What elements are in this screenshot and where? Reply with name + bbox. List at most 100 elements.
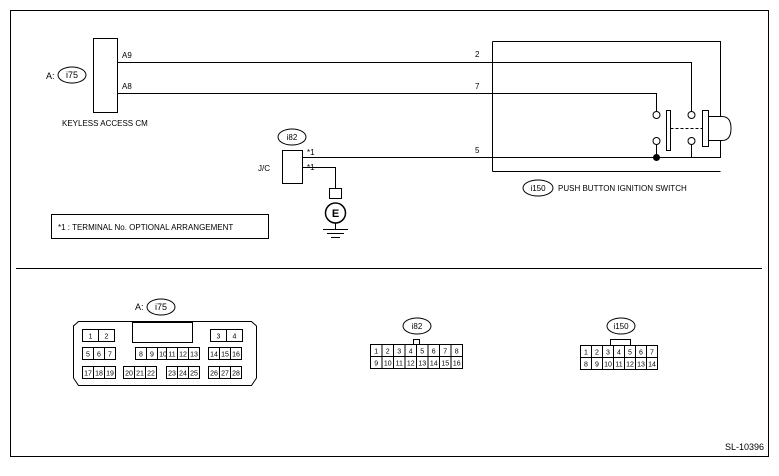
- connector-tag-i75-label: i75: [66, 70, 78, 80]
- i75-pin-25-label: 25: [190, 371, 198, 378]
- i75-pin-28-label: 28: [232, 371, 240, 378]
- keyless-cm-name: KEYLESS ACCESS CM: [62, 119, 148, 128]
- wire-jc-pin5: [302, 145, 657, 158]
- connector-view-i75-tag: [146, 298, 176, 316]
- switch-contact-bottom-left: [652, 137, 661, 145]
- i150-pin-9-label: 9: [595, 362, 599, 369]
- i75-pin-10-label: 10: [159, 352, 167, 359]
- i75-pin-7-label: 7: [108, 352, 112, 359]
- i150-pin-11-label: 11: [615, 362, 622, 369]
- switch-pin-2-label: 2: [475, 50, 480, 59]
- i75-pin-3-label: 3: [217, 334, 221, 341]
- wire-a8-pin7: [117, 93, 657, 111]
- i75-pin-23-label: 23: [168, 371, 176, 378]
- connector-view-i82-tag: [402, 317, 432, 335]
- i82-pin-8-label: 8: [455, 349, 459, 356]
- connector-tag-i82: [277, 128, 307, 146]
- note-text: *1 : TERMINAL No. OPTIONAL ARRANGEMENT: [58, 223, 233, 232]
- ground-terminal: [329, 188, 342, 199]
- wire-a9-pin2: [117, 62, 692, 111]
- switch-contact-bottom-right: [687, 137, 696, 145]
- wire-switch-loop: [656, 145, 692, 158]
- switch-contact-top-right: [687, 111, 696, 119]
- wires: [117, 41, 721, 188]
- i75-pin-24-label: 24: [179, 371, 187, 378]
- figure-id: SL-10396: [725, 442, 764, 452]
- joint-connector: i82 J/C *1 *1 E: [258, 128, 348, 238]
- i150-pin-12-label: 12: [626, 362, 634, 369]
- i150-pin-8-label: 8: [584, 362, 588, 369]
- i75-pin-2-label: 2: [105, 334, 109, 341]
- keyless-access-cm: A: i75 KEYLESS ACCESS CM A9 A8: [46, 38, 148, 128]
- diagram-frame: [10, 10, 769, 457]
- jc-name: J/C: [258, 164, 270, 173]
- i75-pin-9-label: 9: [150, 352, 154, 359]
- i75-pin-21-label: 21: [136, 371, 144, 378]
- connector-view-i150-tag-label: i150: [613, 322, 629, 331]
- i75-pin-22-label: 22: [147, 371, 155, 378]
- pin-a9-label: A9: [122, 51, 132, 60]
- i150-pin-2-label: 2: [595, 350, 599, 357]
- i75-pin-17-label: 17: [84, 371, 92, 378]
- i75-pin-8-label: 8: [139, 352, 143, 359]
- i150-pin-4-label: 4: [617, 350, 621, 357]
- switch-plunger: [702, 110, 709, 147]
- switch-mask: [493, 42, 720, 171]
- keyless-cm-prefix: A:: [46, 71, 55, 81]
- wire-ground: [302, 167, 336, 188]
- switch-junction-dot: [653, 154, 660, 161]
- i75-pin-12-label: 12: [179, 352, 187, 359]
- switch-button-cap: [708, 116, 732, 141]
- connector-tag-i150: [522, 179, 554, 197]
- i75-pin-15-label: 15: [221, 352, 229, 359]
- i82-pin-6-label: 6: [432, 349, 436, 356]
- switch-name: PUSH BUTTON IGNITION SWITCH: [558, 184, 687, 193]
- i75-pin-11-label: 11: [168, 352, 175, 359]
- i150-pin-5-label: 5: [628, 350, 632, 357]
- i75-pin-26-label: 26: [210, 371, 218, 378]
- i150-pin-13-label: 13: [637, 362, 645, 369]
- switch-pin-5-label: 5: [475, 146, 480, 155]
- i82-pin-4-label: 4: [409, 349, 413, 356]
- i150-pin-10-label: 10: [604, 362, 612, 369]
- i82-pin-13-label: 13: [418, 361, 426, 368]
- i82-pin-16-label: 16: [453, 361, 461, 368]
- i75-pin-20-label: 20: [125, 371, 133, 378]
- connector-view-i75-prefix: A:: [135, 302, 144, 312]
- i82-key-tab: [413, 339, 420, 345]
- i150-pin-3-label: 3: [606, 350, 610, 357]
- i75-pin-19-label: 19: [106, 371, 114, 378]
- i75-pin-4-cell: [226, 329, 243, 342]
- i75-pin-5-label: 5: [86, 352, 90, 359]
- i75-pin-16-cell: [230, 347, 242, 360]
- i82-pin-11-label: 11: [396, 361, 403, 368]
- i82-pin-2-label: 2: [386, 349, 390, 356]
- pin-a8-label: A8: [122, 82, 132, 91]
- switch-contact-bar: [666, 110, 671, 151]
- i82-pin-15-label: 15: [441, 361, 449, 368]
- jc-mark-2: *1: [307, 163, 315, 172]
- switch-contact-top-left: [652, 111, 661, 119]
- connector-tag-i75: [57, 66, 87, 84]
- connector-tag-i82-label: i82: [287, 133, 298, 142]
- i82-pin-1-label: 1: [374, 349, 378, 356]
- i75-pin-19-cell: [104, 366, 116, 379]
- i75-pin-13-cell: [188, 347, 200, 360]
- connector-view-i82-tag-label: i82: [412, 322, 423, 331]
- i150-key-tab: [610, 339, 631, 346]
- i82-pin-12-label: 12: [407, 361, 415, 368]
- i82-pin-10-label: 10: [384, 361, 392, 368]
- i75-pin-14-label: 14: [210, 352, 218, 359]
- wire-switch-lamp: [492, 41, 721, 158]
- i75-pin-25-cell: [188, 366, 200, 379]
- i82-pin-7-label: 7: [443, 349, 447, 356]
- i75-pin-22-cell: [145, 366, 157, 379]
- i82-pin-14-label: 14: [430, 361, 438, 368]
- i82-pin-9-label: 9: [374, 361, 378, 368]
- keyless-cm-body: [93, 38, 118, 113]
- i75-pin-4-label: 4: [233, 334, 237, 341]
